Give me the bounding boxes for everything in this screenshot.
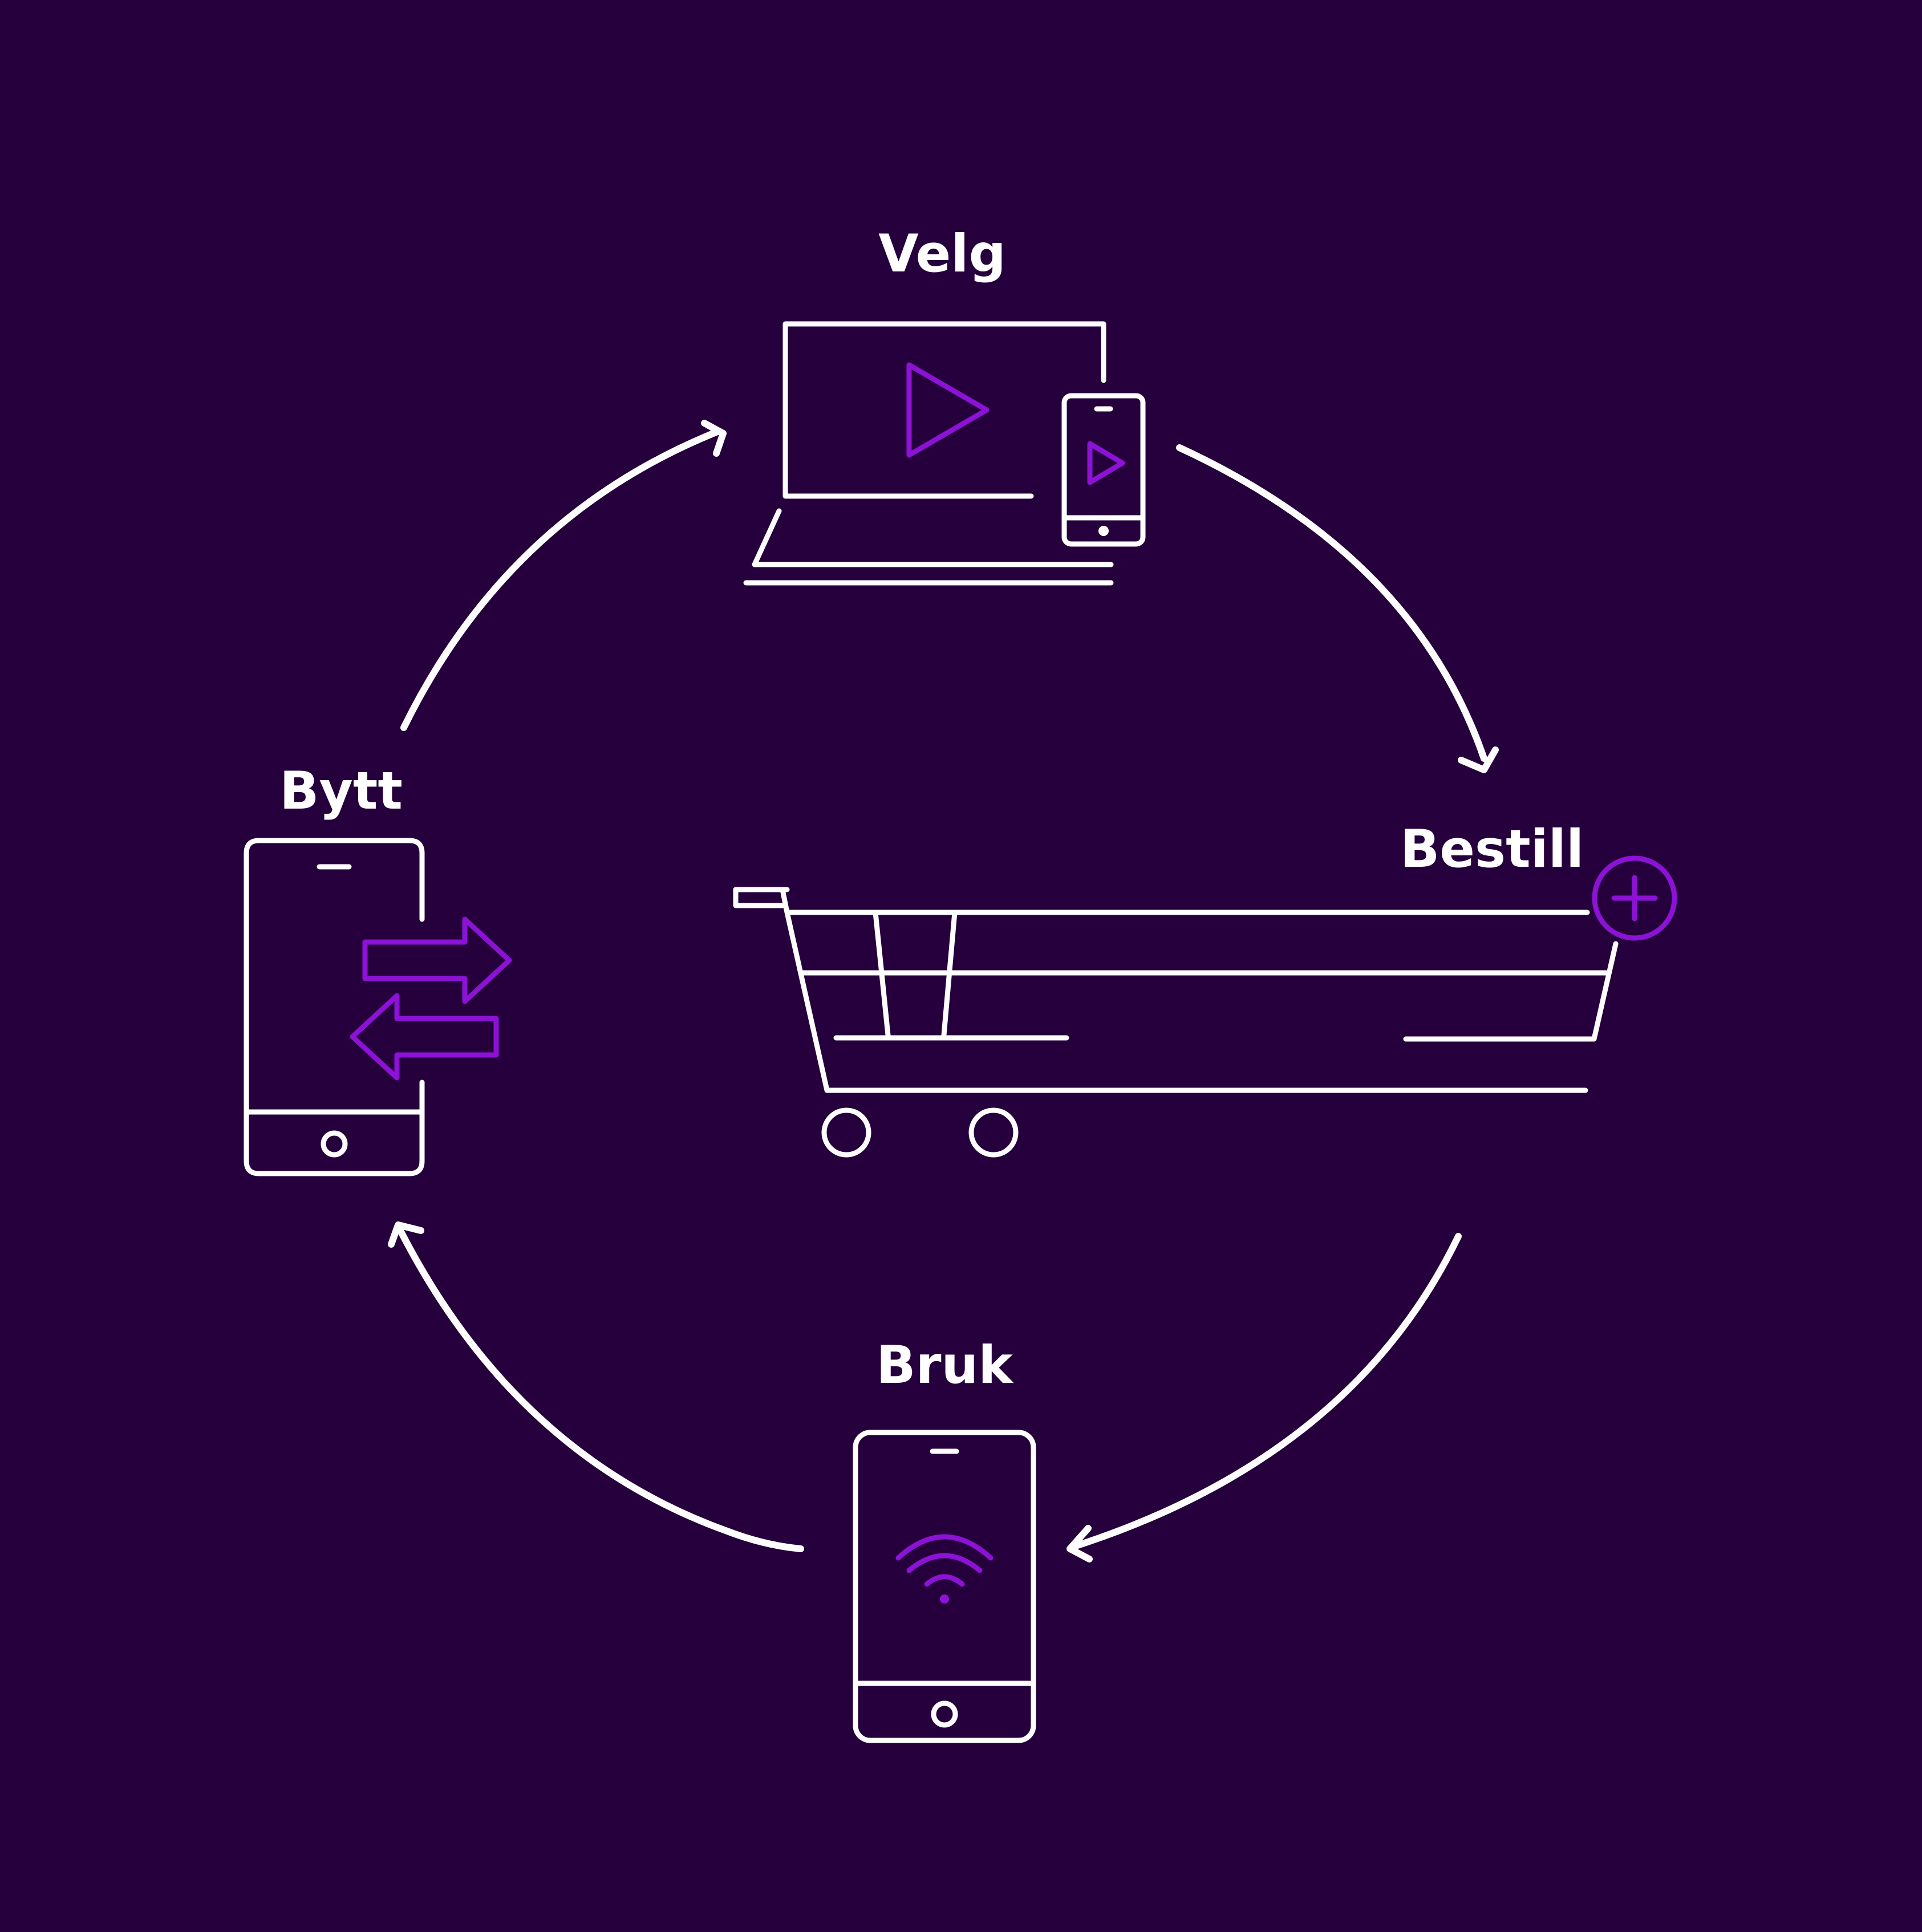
arrow-bruk-to-bytt [388, 1221, 804, 1552]
arrow-bytt-to-velg [400, 420, 727, 731]
shopping-cart-plus-icon [733, 855, 1677, 1158]
phone-swap-arrows-icon [244, 838, 512, 1176]
laptop-and-phone-play-icon [743, 321, 1146, 586]
label-bytt: Bytt [279, 761, 403, 821]
label-bestill: Bestill [1400, 819, 1584, 879]
label-velg: Velg [878, 224, 1006, 284]
phone-wifi-icon [853, 1430, 1036, 1743]
arrow-velg-to-bestill [1176, 444, 1499, 773]
arrow-bestill-to-bruk [1067, 1233, 1462, 1562]
label-bruk: Bruk [876, 1336, 1014, 1395]
